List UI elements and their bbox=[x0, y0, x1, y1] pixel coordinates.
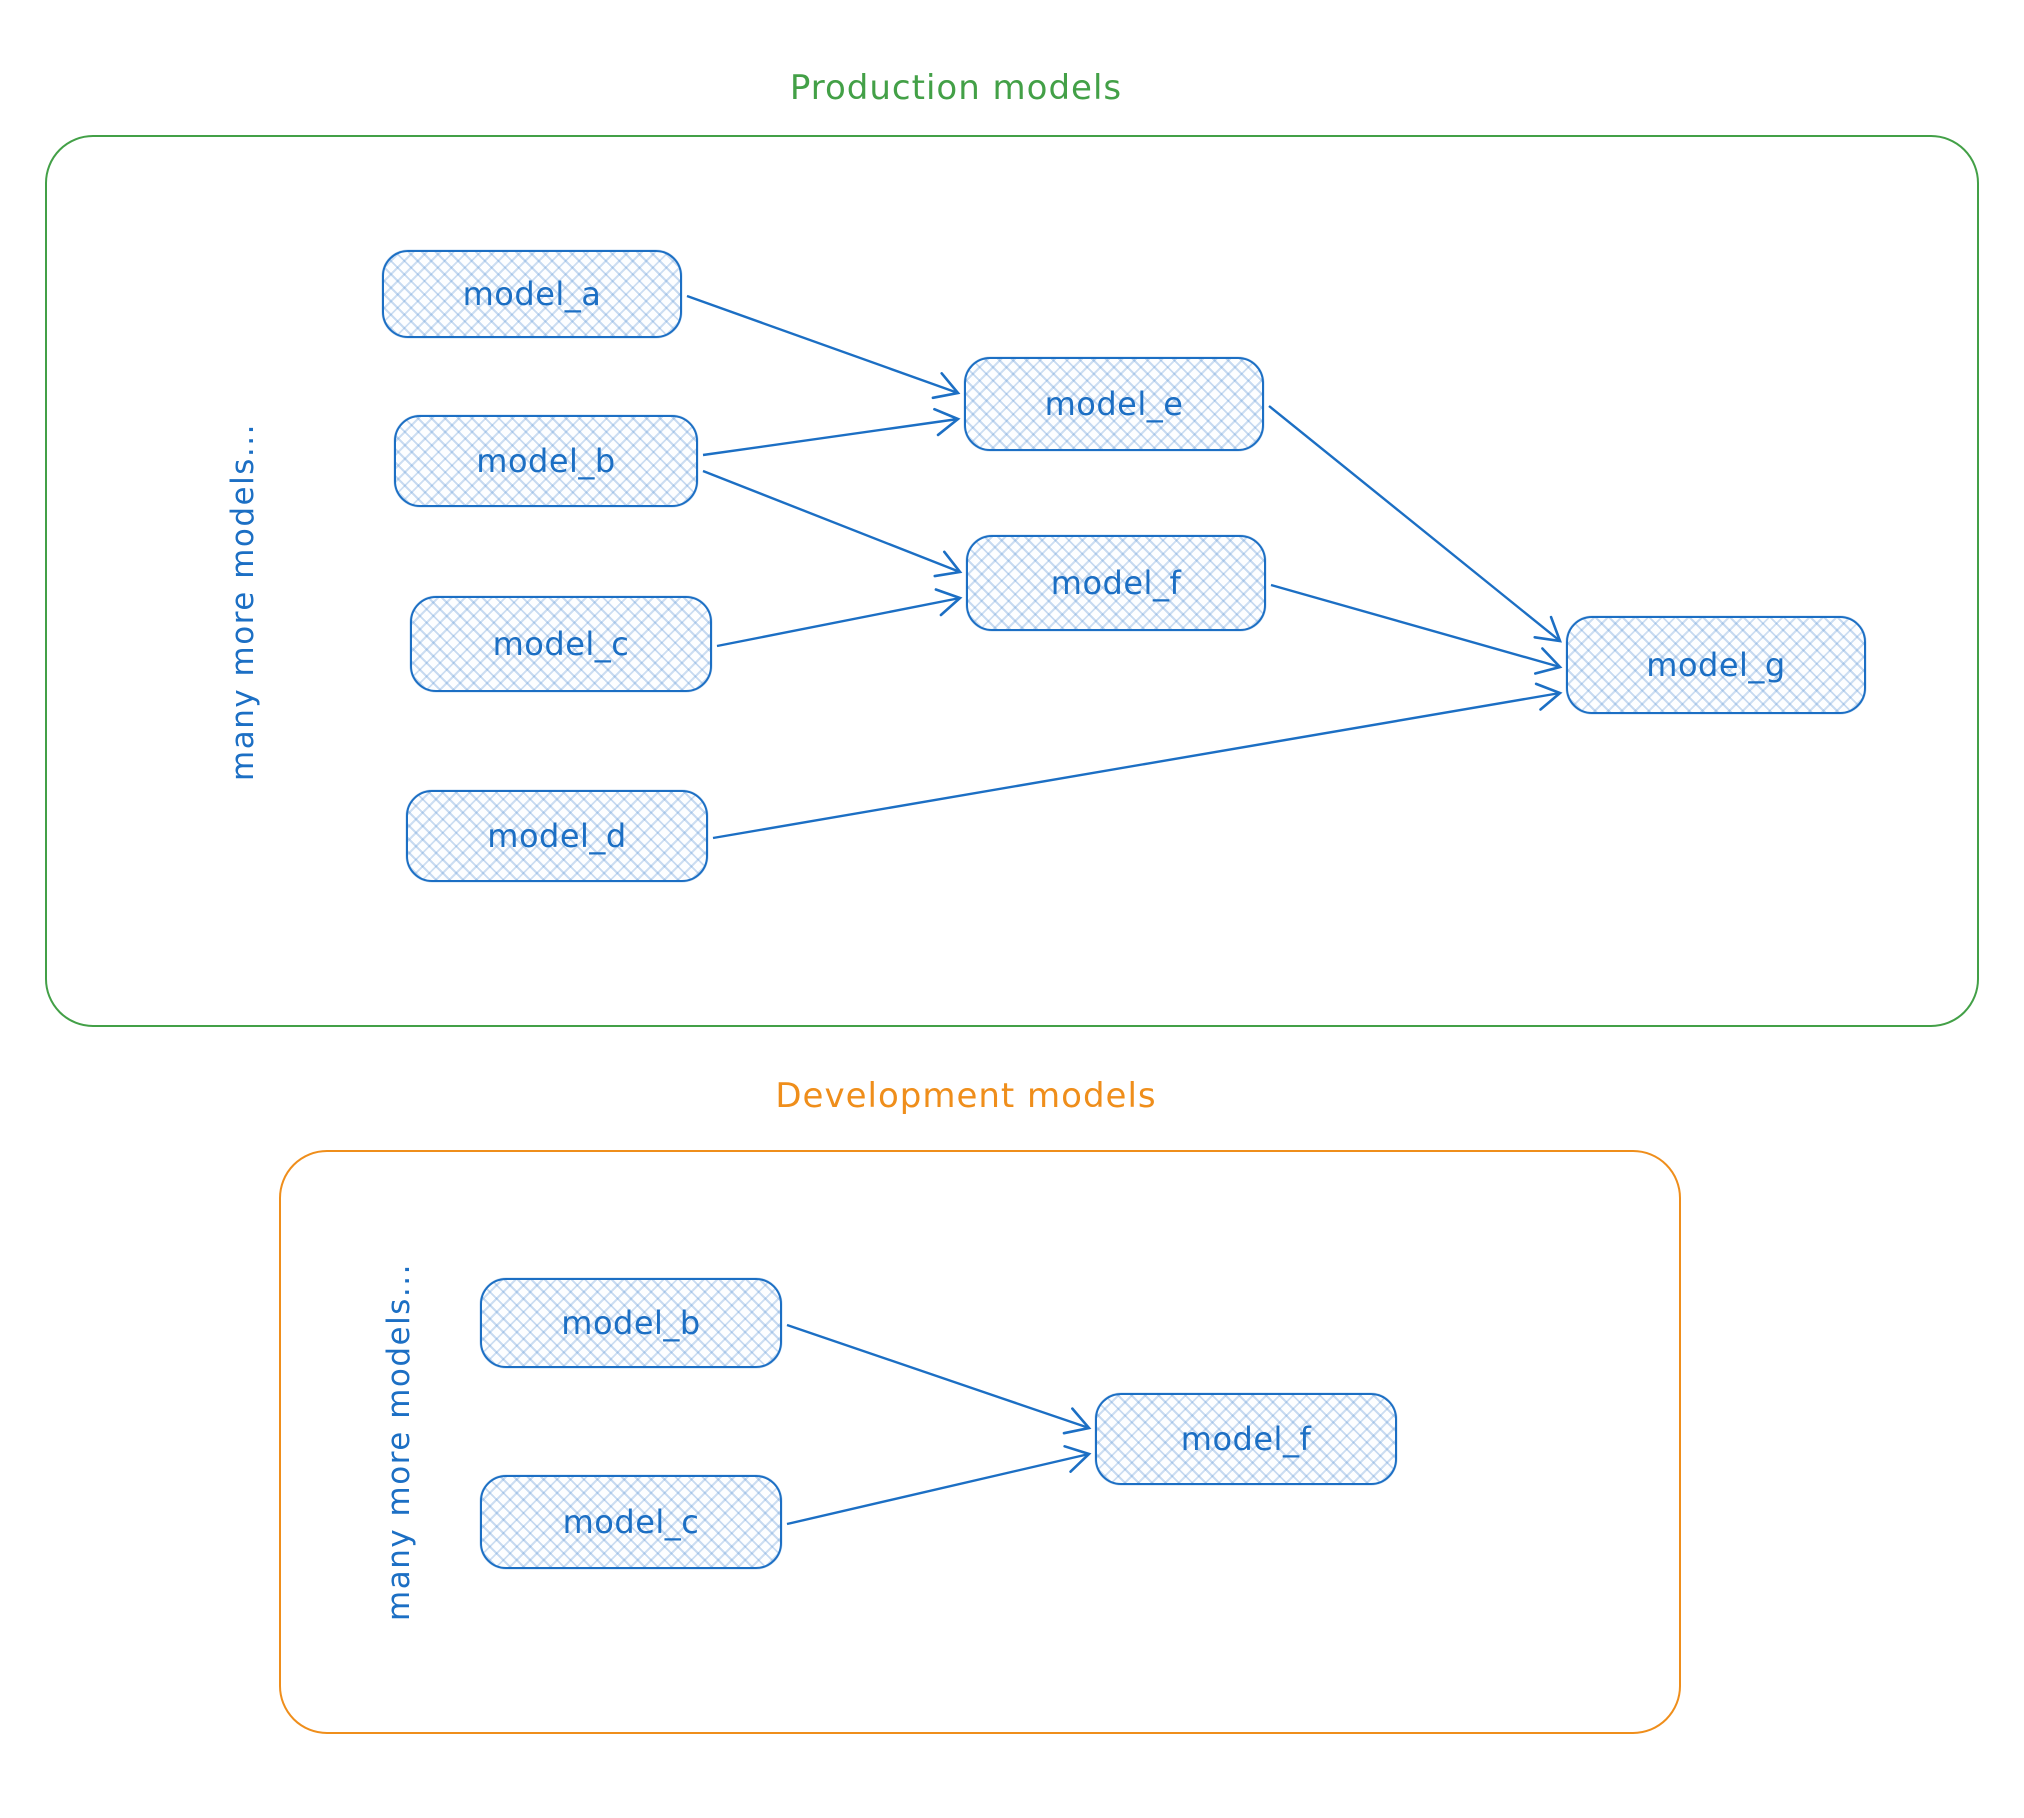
edge-model_d-to-model_g bbox=[712, 682, 1563, 840]
node-model-g-label: model_g bbox=[1646, 646, 1786, 684]
node-model-e: model_e bbox=[964, 357, 1264, 451]
node-model-f: model_f bbox=[1095, 1393, 1397, 1485]
edge-model_b-to-model_f bbox=[702, 469, 963, 578]
node-model-b-label: model_b bbox=[561, 1304, 701, 1342]
node-model-g: model_g bbox=[1566, 616, 1866, 714]
edge-model_b-to-model_f bbox=[786, 1323, 1092, 1435]
node-model-b-label: model_b bbox=[476, 442, 616, 480]
edge-model_b-to-model_e bbox=[702, 407, 961, 457]
node-model-b: model_b bbox=[480, 1278, 782, 1368]
development-title: Development models bbox=[775, 1076, 1157, 1116]
node-model-a-label: model_a bbox=[462, 275, 602, 313]
node-model-c: model_c bbox=[480, 1475, 782, 1569]
node-model-e-label: model_e bbox=[1044, 385, 1184, 423]
development-container: many more models... model_b model_c mode… bbox=[279, 1150, 1681, 1734]
development-edges bbox=[786, 1323, 1092, 1526]
production-container: many more models... model_a model_b mode… bbox=[45, 135, 1979, 1027]
node-model-b: model_b bbox=[394, 415, 698, 507]
node-model-c: model_c bbox=[410, 596, 712, 692]
development-side-label: many more models... bbox=[381, 1263, 417, 1621]
node-model-f-label: model_f bbox=[1180, 1420, 1312, 1458]
edge-model_f-to-model_g bbox=[1270, 583, 1563, 675]
node-model-f: model_f bbox=[966, 535, 1266, 631]
edge-model_e-to-model_g bbox=[1268, 405, 1562, 643]
edge-model_a-to-model_e bbox=[686, 294, 961, 400]
edge-model_c-to-model_f bbox=[786, 1445, 1092, 1526]
node-model-d: model_d bbox=[406, 790, 708, 882]
node-model-c-label: model_c bbox=[562, 1503, 700, 1541]
production-side-label: many more models... bbox=[225, 423, 261, 781]
edge-model_c-to-model_f bbox=[716, 588, 963, 648]
node-model-a: model_a bbox=[382, 250, 682, 338]
node-model-f-label: model_f bbox=[1050, 564, 1182, 602]
production-title: Production models bbox=[789, 68, 1123, 108]
node-model-c-label: model_c bbox=[492, 625, 630, 663]
node-model-d-label: model_d bbox=[487, 817, 627, 855]
